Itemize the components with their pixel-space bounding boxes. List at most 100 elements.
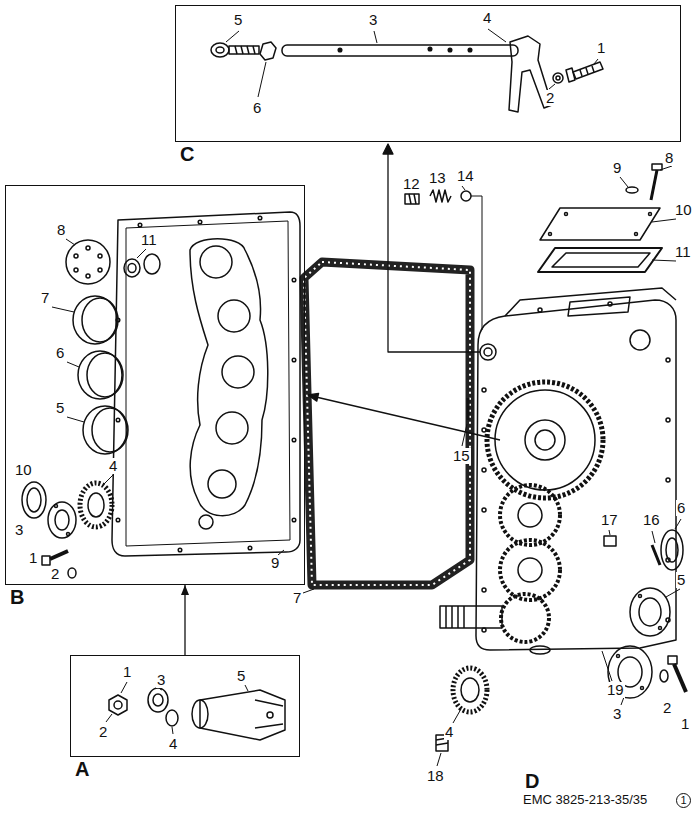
callout-number: 9 — [612, 160, 622, 176]
cover-plate-parts — [42, 556, 50, 565]
yoke-parts — [109, 695, 127, 715]
leader-line — [137, 249, 146, 258]
shift-rod-assembly — [556, 76, 560, 80]
gear-housing — [487, 382, 603, 498]
cover-plate-parts — [178, 548, 182, 552]
callout-number: 6 — [252, 100, 262, 116]
leader-line — [412, 166, 676, 261]
cover-plate-parts — [22, 212, 300, 578]
cover-plate-parts — [88, 493, 104, 517]
leader-line — [609, 530, 610, 535]
shift-rod-assembly — [338, 48, 342, 52]
gear-housing — [440, 288, 676, 654]
leader-line — [303, 424, 681, 766]
gear-housing — [538, 308, 542, 312]
shift-rod-assembly — [448, 48, 452, 52]
callout-number: 8 — [56, 222, 66, 238]
cover-plate-parts — [248, 546, 252, 550]
cover-plate-parts — [128, 264, 136, 273]
cover-plate-parts — [22, 482, 46, 518]
cover-plate-parts — [87, 353, 123, 397]
cover-plate-parts — [208, 470, 236, 498]
gear-housing — [608, 302, 612, 306]
cover-plate-parts — [80, 483, 112, 527]
callout-number: 10 — [674, 202, 693, 218]
callout-number: 2 — [662, 700, 672, 716]
gear-housing — [666, 478, 670, 482]
view-letter: D — [524, 770, 540, 792]
callout-number: 4 — [168, 736, 178, 752]
top-cover-parts — [549, 233, 552, 236]
callout-number: 16 — [642, 512, 661, 528]
cover-plate-parts — [82, 298, 118, 342]
cover-plate-parts — [258, 216, 262, 220]
leader-line — [549, 84, 555, 89]
callout-number: 3 — [612, 706, 622, 722]
housing-parts — [639, 598, 661, 626]
shift-rod-assembly — [216, 47, 224, 53]
housing-parts — [453, 668, 487, 712]
callout-number: 2 — [50, 566, 60, 582]
view-frame: A — [70, 655, 300, 757]
cover-plate-parts — [126, 221, 290, 546]
sheet-number: 1 — [676, 793, 691, 808]
cover-plate-parts — [74, 254, 78, 258]
top-cover-parts — [652, 164, 662, 170]
gear-housing — [530, 646, 550, 654]
housing-parts — [436, 530, 686, 751]
gear-housing — [480, 344, 496, 360]
callout-number: 3 — [156, 672, 166, 688]
gear-housing — [495, 390, 595, 490]
yoke-parts — [148, 688, 168, 712]
cover-plate-parts — [199, 515, 213, 529]
callout-number: 1 — [122, 664, 132, 680]
gear-housing — [630, 330, 650, 350]
cover-plate-parts — [73, 296, 117, 344]
leader-line — [660, 166, 672, 170]
cover-plate-parts — [198, 220, 202, 224]
housing-parts — [617, 655, 620, 658]
leader-line — [104, 475, 113, 484]
leader-line — [303, 589, 314, 593]
leader-line — [258, 62, 266, 97]
gear-housing — [484, 348, 492, 356]
housing-parts — [660, 670, 668, 682]
cover-plate-parts — [48, 502, 76, 538]
leader-line — [226, 31, 239, 42]
cover-plate-parts — [292, 438, 296, 442]
leader-line — [453, 709, 461, 723]
leader-line — [652, 531, 655, 543]
callout-number: 6 — [676, 500, 686, 516]
leader-line — [66, 239, 75, 245]
callout-number: 17 — [600, 512, 619, 528]
cover-plate-parts — [292, 278, 296, 282]
leader-line — [675, 519, 681, 529]
leader-line — [652, 219, 676, 222]
cover-plate-parts — [83, 406, 127, 454]
callout-number: 7 — [40, 290, 50, 306]
callout-number: 19 — [606, 682, 625, 698]
yoke-parts — [109, 688, 285, 740]
shift-rod-assembly — [580, 66, 594, 76]
cover-plate-parts — [66, 240, 110, 284]
callout-number: 1 — [680, 716, 690, 732]
leader-line — [594, 59, 598, 64]
callout-number: 6 — [55, 345, 65, 361]
callout-number: 15 — [452, 448, 471, 464]
gear-housing — [476, 300, 676, 650]
gear-housing — [446, 606, 464, 628]
view-letter: A — [75, 758, 89, 780]
top-cover-parts — [405, 194, 419, 204]
shift-rod-assembly — [229, 46, 259, 54]
cover-plate-parts — [116, 418, 120, 422]
leader-line — [666, 589, 680, 597]
yoke-parts — [200, 690, 285, 740]
figure-number: EMC 3825-213-35/35 — [522, 792, 648, 808]
leader-line — [106, 682, 248, 734]
callout-number: 18 — [426, 768, 445, 784]
shift-rod-assembly — [211, 43, 229, 57]
leader-line — [226, 29, 598, 97]
